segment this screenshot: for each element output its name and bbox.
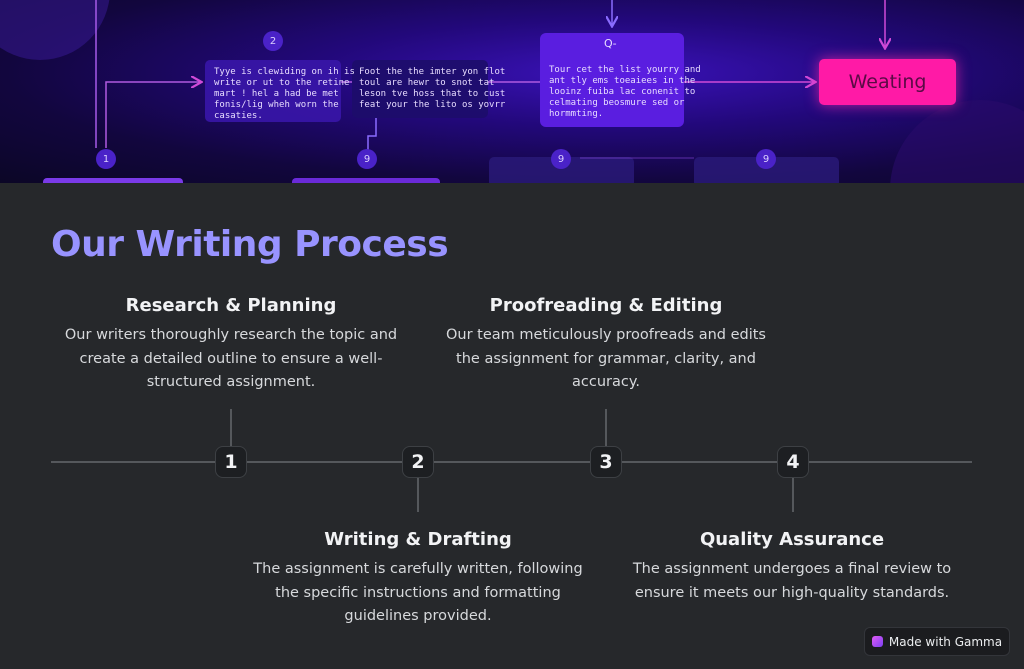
hero-badge: 9 <box>357 149 377 169</box>
step-description: Our team meticulously proofreads and edi… <box>446 327 766 390</box>
step-title: Proofreading & Editing <box>489 295 723 316</box>
step-marker-1: 1 <box>215 446 247 478</box>
hero-node-text: Tyye is clewiding on ih is write or ut t… <box>214 67 355 121</box>
step-description: The assignment undergoes a final review … <box>632 561 952 601</box>
step-marker-4: 4 <box>777 446 809 478</box>
gamma-logo-icon <box>871 636 883 647</box>
step-title: Writing & Drafting <box>324 529 512 550</box>
step-research-planning: Research & Planning Our writers thorough… <box>61 295 401 395</box>
timeline-connector <box>605 409 607 447</box>
flowchart-connectors <box>0 0 1024 183</box>
hero-pink-box: Weating <box>819 59 956 105</box>
step-marker-2: 2 <box>402 446 434 478</box>
hero-badge: 9 <box>756 149 776 169</box>
timeline-line <box>51 461 972 463</box>
timeline-connector <box>230 409 232 447</box>
hero-badge: 1 <box>96 149 116 169</box>
hero-node-text: Tour cet the list yourry and ant tly ems… <box>549 65 701 119</box>
step-proofreading-editing: Proofreading & Editing Our team meticulo… <box>436 295 776 395</box>
hero-node-text: Foot the the imter yon flot toul are hew… <box>359 67 506 110</box>
timeline-connector <box>417 476 419 512</box>
made-with-gamma-button[interactable]: Made with Gamma <box>864 627 1010 656</box>
section-title: Our Writing Process <box>51 224 449 265</box>
step-quality-assurance: Quality Assurance The assignment undergo… <box>622 529 962 605</box>
step-title: Research & Planning <box>125 295 337 316</box>
hero-badge: 2 <box>263 31 283 51</box>
step-description: Our writers thoroughly research the topi… <box>64 327 398 390</box>
hero-flowchart-image: 2 1 9 9 9 Tyye is clewiding on ih is wri… <box>0 0 1024 183</box>
step-title: Quality Assurance <box>699 529 885 550</box>
made-with-label: Made with Gamma <box>888 634 1003 649</box>
step-description: The assignment is carefully written, fol… <box>253 561 583 624</box>
timeline-connector <box>792 476 794 512</box>
hero-badge: 9 <box>551 149 571 169</box>
hero-q-label: Q‐ <box>604 37 617 50</box>
step-marker-3: 3 <box>590 446 622 478</box>
step-writing-drafting: Writing & Drafting The assignment is car… <box>248 529 588 629</box>
